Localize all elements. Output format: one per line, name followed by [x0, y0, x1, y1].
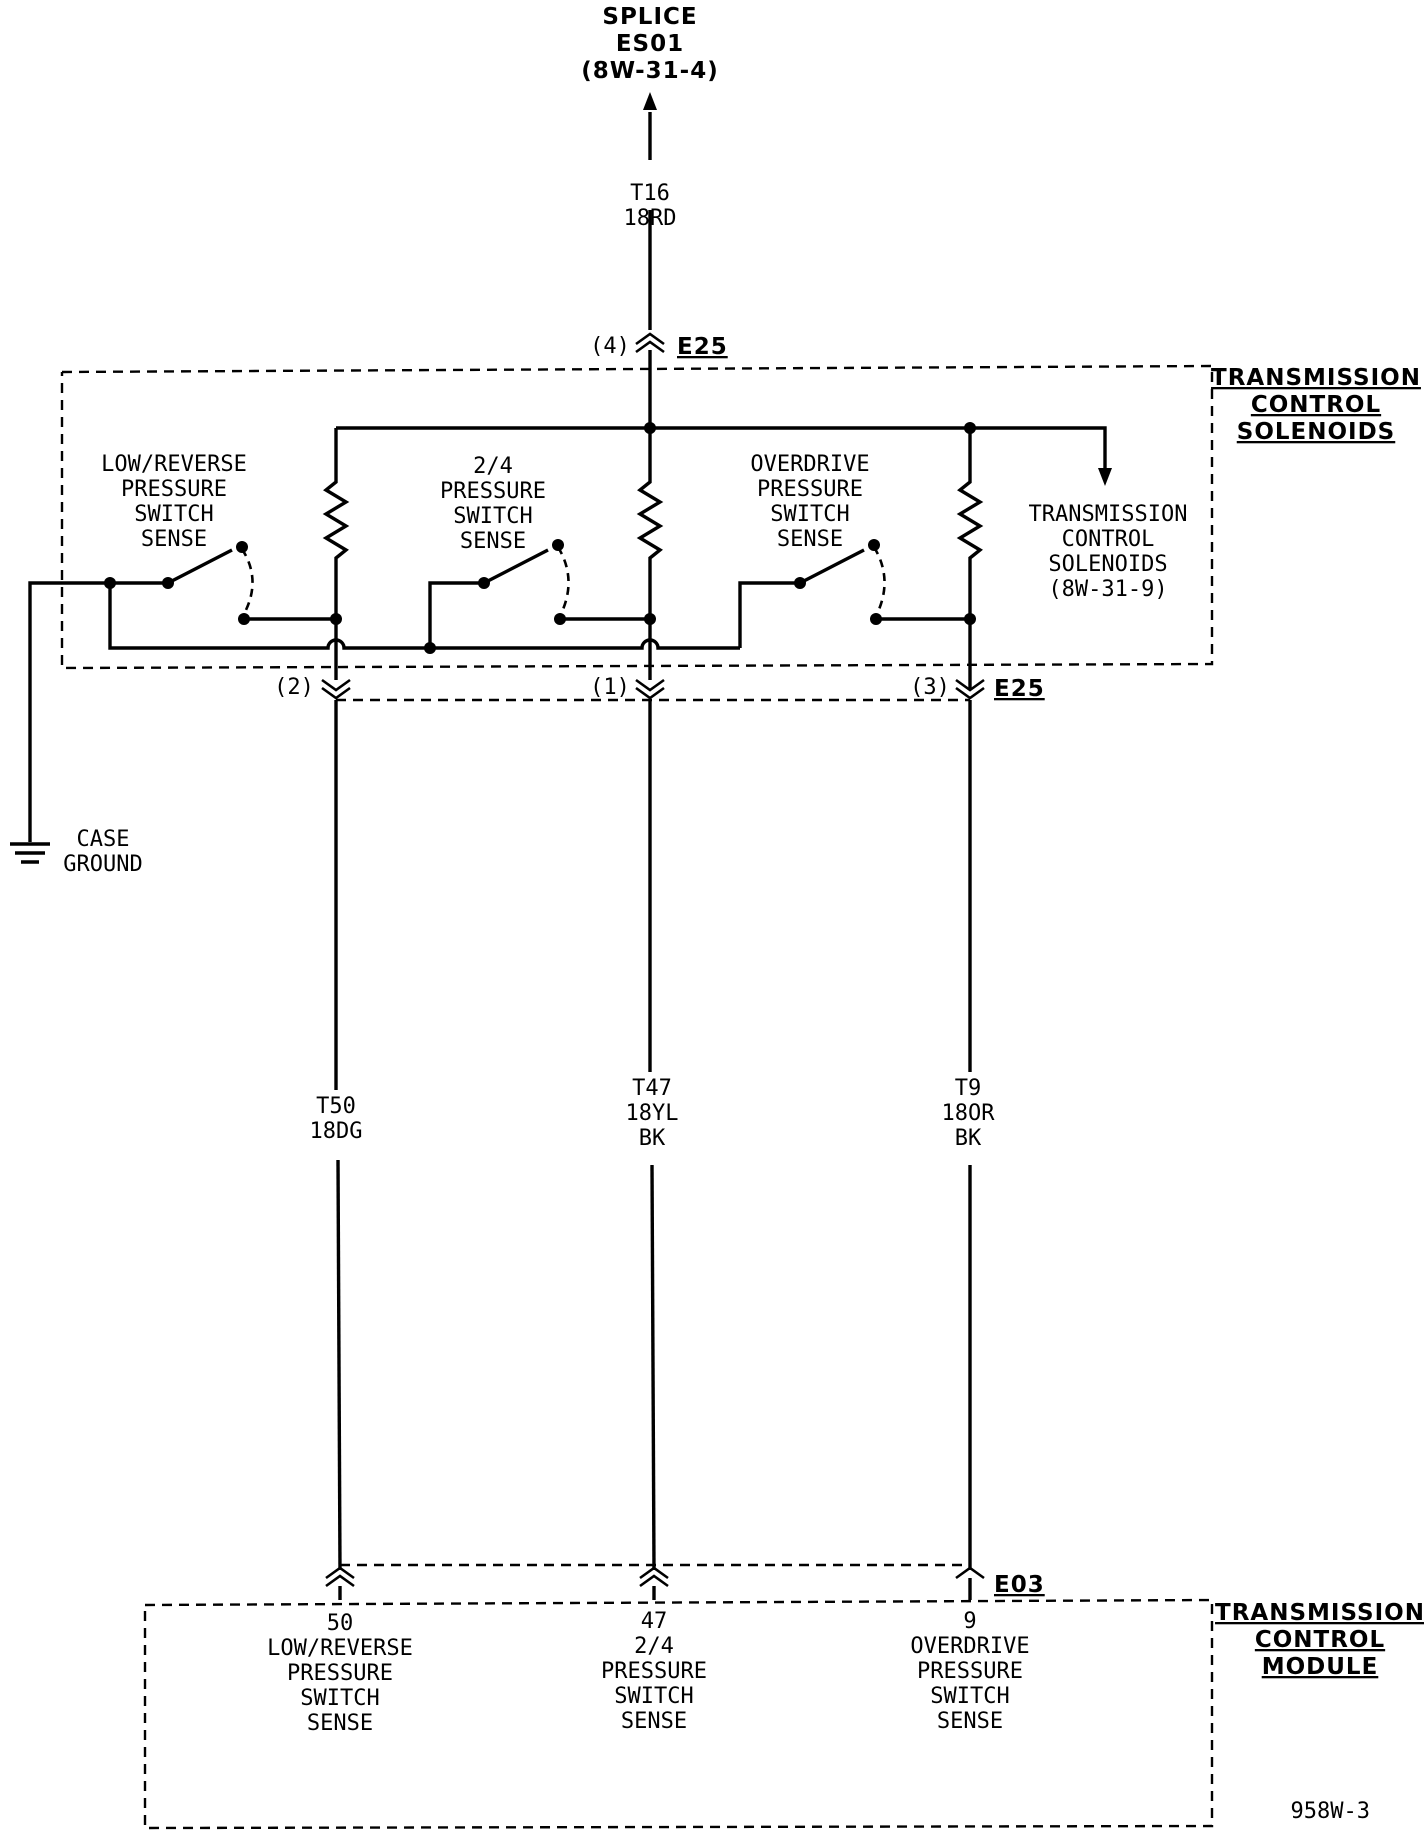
tcs-label-line1: TRANSMISSION: [1211, 365, 1421, 391]
tcm-pin-9-line3: SWITCH: [930, 1684, 1009, 1709]
connector-e25-pin4: (4) E25: [590, 332, 728, 425]
wire-t47-gauge: 18YL: [626, 1101, 679, 1126]
splice-es01-label: SPLICE ES01 (8W-31-4): [581, 4, 718, 84]
tcm-pin-47-line3: SWITCH: [614, 1684, 693, 1709]
tcm-pin-9-line1: OVERDRIVE: [910, 1634, 1029, 1659]
wire-t9-gauge: 18OR: [942, 1101, 996, 1126]
wire-t50: T50 18DG: [310, 656, 363, 1571]
pin-2-label: (2): [274, 675, 314, 700]
ground-icon: [10, 842, 50, 864]
connector-e03-name: E03: [994, 1572, 1045, 1598]
wire-t50-circuit: T50: [316, 1094, 356, 1119]
up-arrow-icon: [643, 92, 657, 110]
sol-ref-4: (8W-31-9): [1048, 577, 1167, 602]
case-ground-line2: GROUND: [63, 852, 142, 877]
sol-ref-1: TRANSMISSION: [1029, 502, 1188, 527]
s24-label-3: SWITCH: [453, 504, 532, 529]
connector-e25-name-bottom: E25: [994, 676, 1045, 702]
tcm-pin-9-line2: PRESSURE: [917, 1659, 1023, 1684]
solenoids-reference-label: TRANSMISSION CONTROL SOLENOIDS (8W-31-9): [1029, 502, 1188, 602]
sol-ref-3: SOLENOIDS: [1048, 552, 1167, 577]
tcm-label-line2: CONTROL: [1255, 1627, 1385, 1653]
tcs-label-line2: CONTROL: [1251, 392, 1381, 418]
wire-t47: T47 18YL BK: [626, 656, 679, 1571]
s24-label-1: 2/4: [473, 454, 513, 479]
solenoid-resistors: [322, 425, 984, 690]
tcm-pin-47-number: 47: [641, 1609, 668, 1634]
tcm-pin-47-line2: PRESSURE: [601, 1659, 707, 1684]
tcm-pin-47: 47 2/4 PRESSURE SWITCH SENSE: [601, 1609, 707, 1734]
wire-t50-gauge: 18DG: [310, 1119, 363, 1144]
wire-t9: T9 18OR BK: [942, 700, 996, 1570]
tcm-pin-9-number: 9: [963, 1609, 976, 1634]
case-ground: CASE GROUND: [10, 827, 143, 877]
od-label-1: OVERDRIVE: [750, 452, 869, 477]
tcm-pin-9: 9 OVERDRIVE PRESSURE SWITCH SENSE: [910, 1609, 1029, 1734]
splice-label-line3: (8W-31-4): [581, 58, 718, 84]
transmission-control-module-box: TRANSMISSION CONTROL MODULE: [143, 1598, 1424, 1830]
lr-label-3: SWITCH: [134, 502, 213, 527]
transmission-control-solenoids-box: TRANSMISSION CONTROL SOLENOIDS: [60, 364, 1421, 670]
switch-low-reverse-label: LOW/REVERSE PRESSURE SWITCH SENSE: [101, 452, 247, 552]
sol-ref-2: CONTROL: [1062, 527, 1155, 552]
tcm-pin-47-line1: 2/4: [634, 1634, 674, 1659]
switch-2-4-label: 2/4 PRESSURE SWITCH SENSE: [440, 454, 546, 554]
lr-label-2: PRESSURE: [121, 477, 227, 502]
tcm-pin-9-line4: SENSE: [937, 1709, 1003, 1734]
s24-label-2: PRESSURE: [440, 479, 546, 504]
tcm-pin-50-line2: PRESSURE: [287, 1661, 393, 1686]
wire-t47-tracer: BK: [639, 1126, 666, 1151]
splice-label-line1: SPLICE: [602, 4, 697, 30]
wire-t16-circuit: T16: [630, 181, 670, 206]
tcm-pin-50: 50 LOW/REVERSE PRESSURE SWITCH SENSE: [267, 1611, 413, 1736]
figure-id: 958W-3: [1291, 1799, 1370, 1824]
case-ground-line1: CASE: [77, 827, 130, 852]
tcm-pin-50-line3: SWITCH: [300, 1686, 379, 1711]
down-arrow-icon: [1098, 468, 1112, 486]
od-label-4: SENSE: [777, 527, 843, 552]
tcm-pin-50-line1: LOW/REVERSE: [267, 1636, 413, 1661]
solenoid-bus: [336, 422, 1112, 486]
wire-t16: T16 18RD: [624, 92, 677, 330]
tcm-pin-50-line4: SENSE: [307, 1711, 373, 1736]
od-label-3: SWITCH: [770, 502, 849, 527]
tcm-label-line1: TRANSMISSION: [1215, 1600, 1424, 1626]
lr-label-4: SENSE: [141, 527, 207, 552]
pin-1-label: (1): [590, 675, 630, 700]
connector-e25-name-top: E25: [677, 334, 728, 360]
wire-t9-tracer: BK: [955, 1126, 982, 1151]
tcm-pin-47-line4: SENSE: [621, 1709, 687, 1734]
lr-label-1: LOW/REVERSE: [101, 452, 247, 477]
switch-low-reverse: [104, 541, 342, 625]
tcm-label-line3: MODULE: [1262, 1654, 1379, 1680]
connector-e25-bottom: (2) (1) (3) E25: [274, 675, 1045, 702]
s24-label-4: SENSE: [460, 529, 526, 554]
pin-4-label: (4): [590, 334, 630, 359]
connector-e03: E03: [325, 1563, 1045, 1600]
switch-overdrive-label: OVERDRIVE PRESSURE SWITCH SENSE: [750, 452, 869, 552]
wire-t9-circuit: T9: [955, 1076, 982, 1101]
switch-2-4: [428, 539, 656, 650]
wire-t47-circuit: T47: [632, 1076, 672, 1101]
splice-label-line2: ES01: [616, 31, 684, 57]
tcs-label-line3: SOLENOIDS: [1237, 419, 1396, 445]
ground-bus: [28, 581, 740, 842]
tcm-pin-50-number: 50: [327, 1611, 354, 1636]
switch-overdrive: [738, 539, 976, 648]
pin-3-label: (3): [910, 675, 950, 700]
wire-t16-gauge: 18RD: [624, 206, 677, 231]
od-label-2: PRESSURE: [757, 477, 863, 502]
